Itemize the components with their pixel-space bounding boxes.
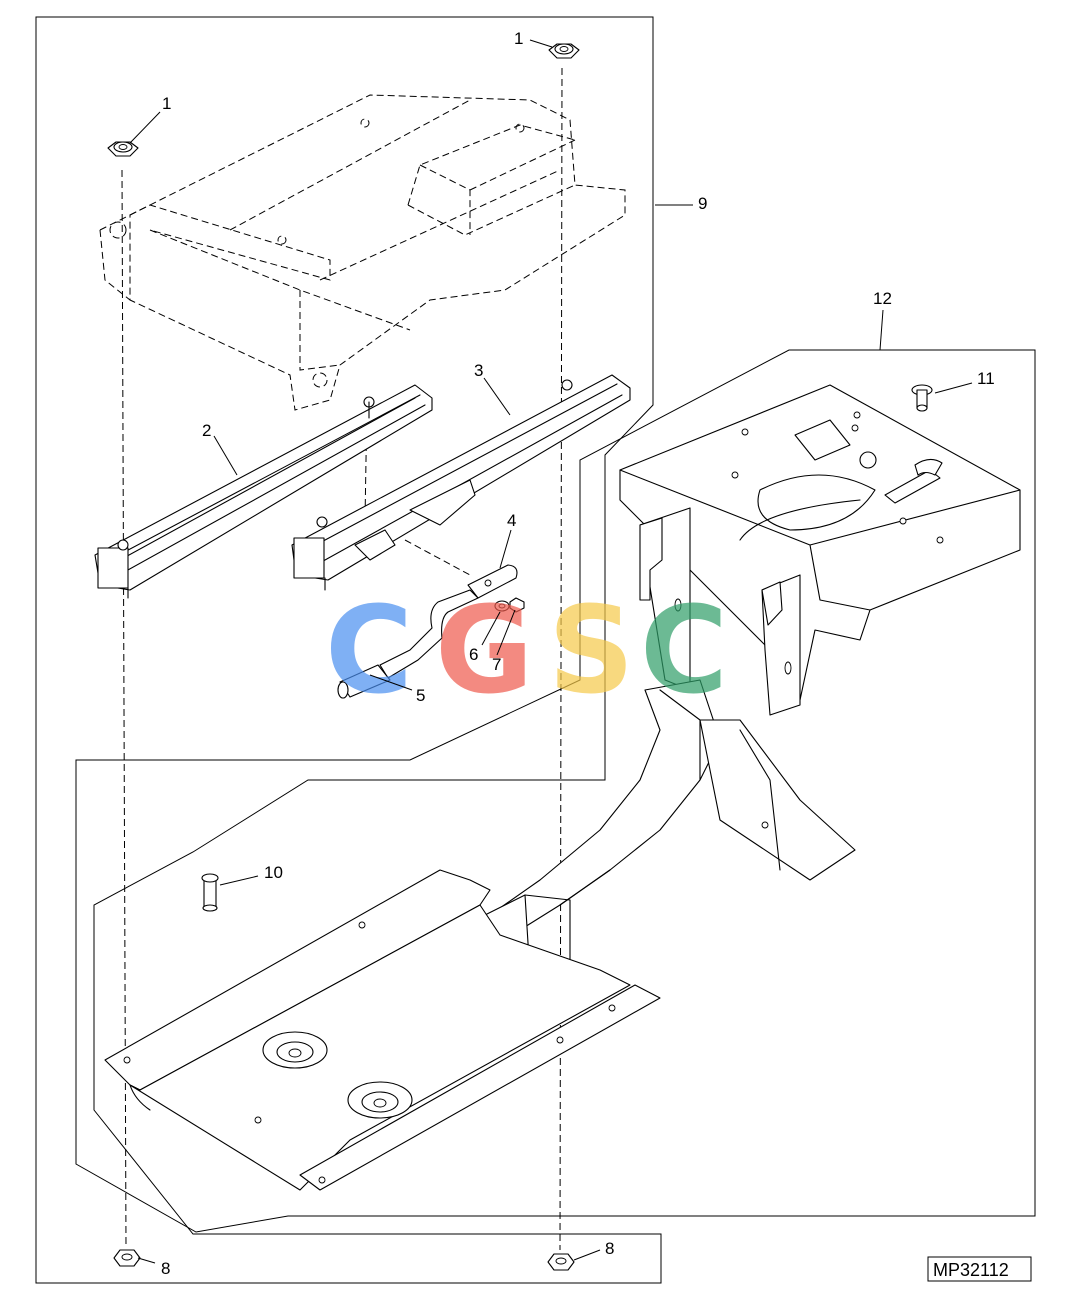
callout-4: 4 (507, 511, 516, 530)
watermark-letter-c1: C (325, 582, 413, 721)
callout-8-right: 8 (605, 1239, 614, 1258)
callout-6: 6 (469, 645, 478, 664)
callout-3: 3 (474, 361, 483, 380)
watermark-letter-c2: C (640, 582, 728, 721)
callout-5: 5 (416, 686, 425, 705)
washer-6 (494, 600, 510, 612)
support-column (484, 679, 856, 984)
knob-11 (911, 384, 933, 412)
bolt-10 (201, 873, 219, 912)
watermark-letter-s: S (548, 582, 634, 721)
callout-1-left: 1 (162, 94, 171, 113)
callout-11: 11 (977, 369, 995, 388)
callout-10: 10 (264, 863, 283, 882)
handle-grip-5 (337, 664, 391, 699)
assembly-9-frame (35, 16, 662, 1284)
alignment-line-lever (404, 539, 471, 576)
alignment-line-left (121, 169, 127, 1249)
figure-id: MP32112 (933, 1260, 1009, 1280)
watermark-letter-g: G (435, 582, 534, 721)
base-plate (104, 869, 661, 1191)
seat-support-platform (619, 384, 1021, 701)
callout-7: 7 (492, 655, 501, 674)
slide-rail-3 (291, 374, 631, 591)
support-bracket-left (639, 507, 691, 691)
nut-8-left (113, 1249, 141, 1267)
figure-id-box: MP32112 (927, 1256, 1032, 1282)
callout-8-left: 8 (161, 1259, 170, 1278)
callout-1-right: 1 (514, 29, 523, 48)
support-bracket-right (761, 574, 801, 716)
nut-1-right (548, 43, 580, 59)
seat-pan-dashed (99, 94, 626, 411)
watermark-logo: C G S C (325, 582, 728, 721)
pin-7 (509, 597, 525, 613)
nut-8-right (547, 1253, 575, 1271)
slide-rail-2 (94, 384, 433, 599)
assembly-12-frame (75, 349, 1036, 1233)
callout-9: 9 (698, 194, 707, 213)
callout-12: 12 (873, 289, 892, 308)
nut-1-left (107, 141, 139, 157)
leader-lines (129, 39, 973, 1264)
callout-2: 2 (202, 421, 211, 440)
alignment-line-mid (364, 399, 368, 521)
